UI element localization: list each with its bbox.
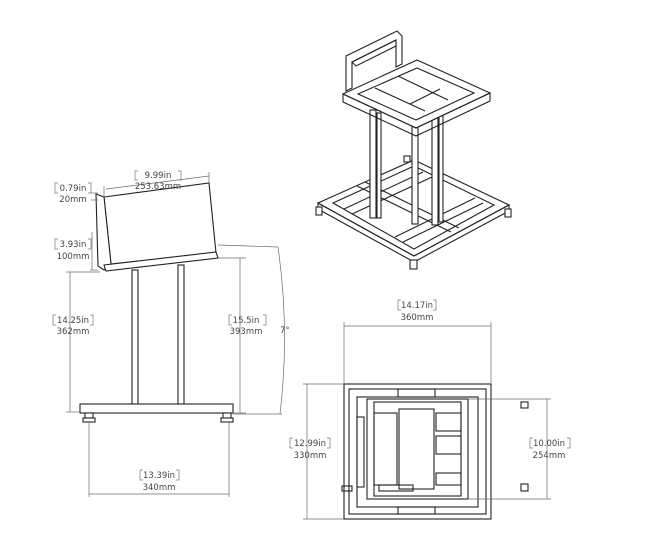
top-view-tray [366, 398, 469, 500]
column-height-in: 14.25in [57, 316, 89, 326]
isometric-view [315, 30, 512, 270]
iso-top-frame [341, 59, 492, 129]
tray-width-mm: 253.63mm [135, 182, 181, 192]
tray-thickness-mm: 20mm [59, 195, 86, 205]
side-view-foot-right-pad [220, 417, 234, 423]
base-depth-mm: 340mm [143, 483, 176, 493]
side-view-tray [103, 182, 217, 265]
lip-height-in: 3.93in [60, 240, 87, 250]
side-view-base [79, 403, 234, 414]
top-width-in: 14.17in [401, 301, 433, 311]
lip-height-mm: 100mm [57, 252, 90, 262]
front-height-in: 15.5in [233, 316, 260, 326]
side-view: 9.99in 253.63mm 0.79in 20mm 3.93in 100mm… [52, 170, 290, 497]
front-height-mm: 393mm [230, 327, 263, 337]
iso-backrest [345, 30, 403, 92]
top-view: 14.17in 360mm 12.99in 330mm 10.00in 254m… [289, 299, 571, 520]
side-view-foot-right [222, 412, 232, 419]
tray-depth-in: 10.00in [533, 439, 565, 449]
iso-column-1 [369, 109, 377, 219]
top-depth-mm: 330mm [294, 451, 327, 461]
side-view-column-front [131, 269, 139, 405]
iso-column-3 [431, 112, 439, 226]
top-width-mm: 360mm [401, 313, 434, 323]
tilt-angle: 7° [280, 326, 290, 336]
tray-depth-mm: 254mm [533, 451, 566, 461]
base-depth-in: 13.39in [143, 471, 175, 481]
tray-thickness-in: 0.79in [60, 184, 87, 194]
column-height-mm: 362mm [57, 327, 90, 337]
top-depth-in: 12.99in [294, 439, 326, 449]
side-view-foot-left [84, 412, 94, 419]
side-view-column-back [177, 264, 185, 405]
tray-width-in: 9.99in [145, 171, 172, 181]
side-view-foot-left-pad [82, 417, 96, 423]
